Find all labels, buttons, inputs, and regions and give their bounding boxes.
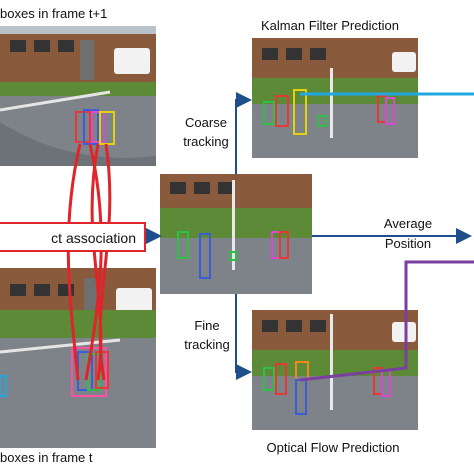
combined-frame-image xyxy=(160,174,312,294)
average-caption-2: Position xyxy=(384,236,432,251)
coarse-tracking-arrow xyxy=(235,92,252,174)
object-association-box: ct association xyxy=(0,222,146,252)
kalman-prediction-image xyxy=(252,38,418,158)
frame-t1-image xyxy=(0,26,156,166)
fine-tracking-arrow xyxy=(235,294,252,380)
association-lines xyxy=(66,143,112,381)
object-association-label: ct association xyxy=(51,230,136,246)
frame-t-caption: boxes in frame t xyxy=(0,450,93,465)
average-caption-1: Average xyxy=(383,216,433,231)
frame-t1-caption: boxes in frame t+1 xyxy=(0,6,108,21)
kalman-caption: Kalman Filter Prediction xyxy=(261,18,399,33)
coarse-caption-1: Coarse xyxy=(185,115,227,130)
optical-caption: Optical Flow Prediction xyxy=(266,440,400,455)
optical-output-line xyxy=(299,260,474,382)
coarse-caption-2: tracking xyxy=(183,134,229,149)
fine-caption-2: tracking xyxy=(184,337,230,352)
fine-caption-1: Fine xyxy=(194,318,220,333)
frame-t-image xyxy=(0,268,156,448)
